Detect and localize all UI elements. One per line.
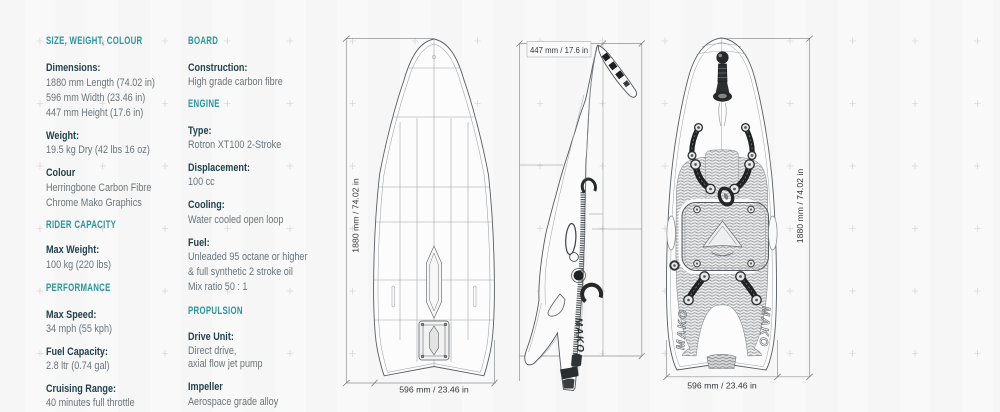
svg-text:MAKO: MAKO [757,306,772,348]
svg-text:1880 mm / 74.02 in: 1880 mm / 74.02 in [351,178,361,253]
svg-text:1880 mm / 74.02 in: 1880 mm / 74.02 in [795,169,805,244]
svg-text:596 mm / 23.46 in: 596 mm / 23.46 in [687,381,757,391]
svg-text:447 mm / 17.6 in: 447 mm / 17.6 in [530,46,588,55]
svg-text:596 mm / 23.46 in: 596 mm / 23.46 in [399,384,469,394]
svg-text:MAKO: MAKO [573,318,586,354]
svg-text:MAKO: MAKO [675,308,690,350]
